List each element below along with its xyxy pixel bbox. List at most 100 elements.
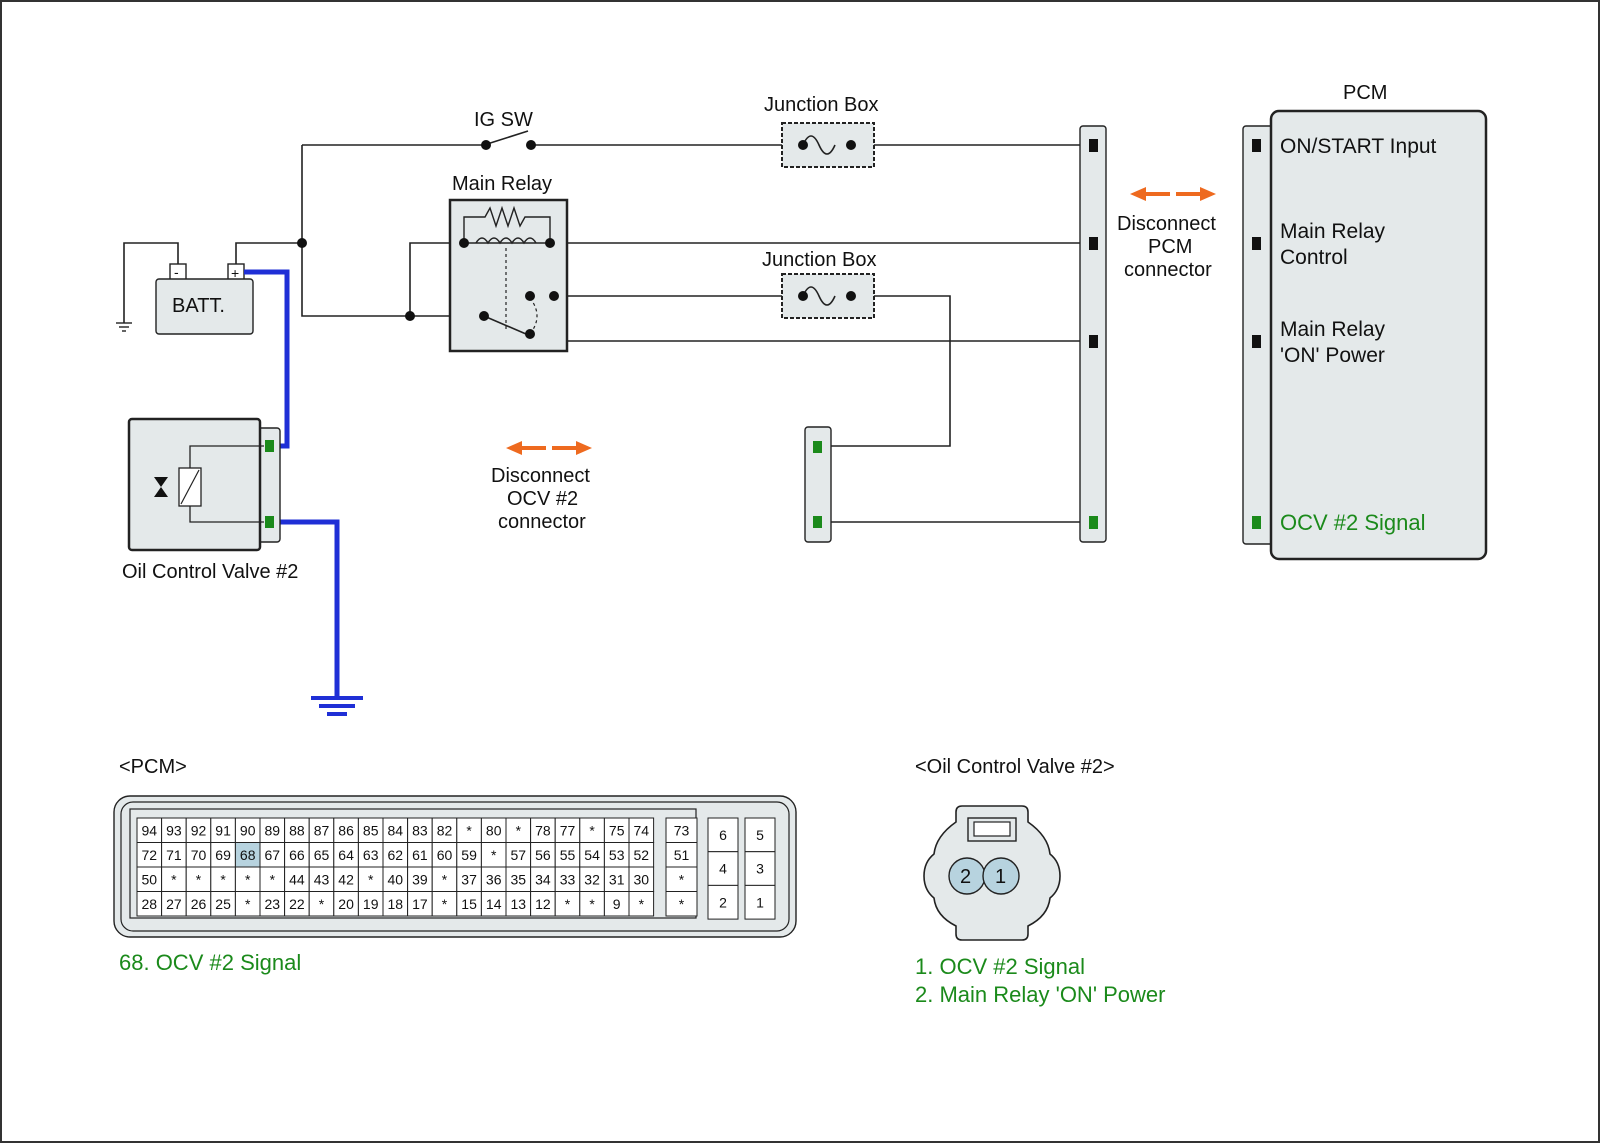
pcm-pin-cell: [382, 891, 409, 917]
pcm-pin: *: [245, 871, 251, 887]
pcm-pin: *: [319, 896, 325, 912]
pcm-pin-side-cell: [665, 891, 698, 917]
ocv-legend-line-1: 1. OCV #2 Signal: [915, 954, 1085, 979]
ocv-label: Oil Control Valve #2: [122, 561, 298, 583]
pcm-title: PCM: [1343, 82, 1387, 104]
pcm-pin: 27: [166, 896, 182, 912]
pcm-pin-cell: [431, 817, 458, 843]
pcm-pin-side: *: [679, 896, 685, 912]
pcm-pin: 91: [215, 822, 231, 838]
splice-dot: [405, 311, 415, 321]
pcm-pin: 94: [142, 822, 158, 838]
pcm-pin: 92: [191, 822, 207, 838]
pcm-pin-cell: [480, 891, 507, 917]
pcm-pin-cell: [308, 866, 335, 892]
pcm-pin: 30: [634, 871, 650, 887]
pcm-pin-cell: [579, 891, 605, 917]
pcm-pin: 52: [634, 847, 650, 863]
pcm-pin: 20: [338, 896, 354, 912]
pcm-pin: 72: [142, 847, 158, 863]
pcm-pin: *: [516, 822, 522, 838]
pcm-pin: 70: [191, 847, 207, 863]
pcm-pin: 75: [609, 822, 625, 838]
pcm-pin: 50: [142, 871, 158, 887]
pcm-pin: *: [368, 871, 374, 887]
pcm-pin: 89: [265, 822, 281, 838]
pcm-pin: 60: [437, 847, 453, 863]
pcm-pin: 37: [461, 871, 477, 887]
pcm-pin-cell: [210, 891, 236, 917]
pcm-pin: *: [196, 871, 202, 887]
pcm-pin-cell: [480, 842, 507, 868]
pcm-pin-side-cell: [665, 842, 698, 868]
ocv-pin-left-label: 2: [960, 866, 971, 888]
junction-box-1: [781, 122, 875, 168]
pcm-pin: 32: [584, 871, 600, 887]
pcm-pin: 43: [314, 871, 330, 887]
pcm-pin: *: [270, 871, 276, 887]
pcm-pin-main-relay-control-1: Main Relay: [1280, 220, 1386, 243]
pcm-pin-cell: [234, 891, 261, 917]
pcm-pin-cell: [407, 817, 433, 843]
pcm-pin: 84: [388, 822, 404, 838]
pcm-pin-cell: [480, 866, 507, 892]
pcm-pin-cell: [603, 891, 630, 917]
pcm-pin: 12: [535, 896, 551, 912]
pcm-pin-cell: [234, 842, 261, 868]
pcm-pin-cell: [185, 817, 212, 843]
disconnect-ocv-arrow-icon: [506, 441, 592, 455]
pcm-pin: 71: [166, 847, 182, 863]
pcm-pin: 44: [289, 871, 305, 887]
pcm-pin-side-cell: [665, 866, 698, 892]
pcm-pin: 33: [560, 871, 576, 887]
pcm-box: [1269, 109, 1488, 561]
pcm-pin-cell: [628, 866, 655, 892]
pcm-pin: *: [565, 896, 571, 912]
pcm-pin: 66: [289, 847, 305, 863]
pcm-pin: *: [639, 896, 645, 912]
pcm-pin: *: [245, 896, 251, 912]
pcm-pin: 23: [265, 896, 281, 912]
pcm-pin-cell: [579, 866, 605, 892]
pcm-pin: 54: [584, 847, 600, 863]
pcm-pin: 13: [511, 896, 527, 912]
pcm-block-pin-cell: [744, 851, 776, 886]
pcm-pin: *: [442, 871, 448, 887]
pcm-pin: *: [466, 822, 472, 838]
pcm-pin: 67: [265, 847, 281, 863]
pcm-pin: 59: [461, 847, 477, 863]
pcm-pin-side: 73: [674, 822, 690, 838]
pcm-pin-cell: [284, 866, 310, 892]
pcm-pin-cell: [554, 891, 581, 917]
battery-plus: +: [231, 265, 239, 281]
junction-box-2-label: Junction Box: [762, 249, 877, 271]
disconnect-pcm-text-1: Disconnect: [1117, 213, 1216, 235]
pcm-pin-cell: [530, 842, 556, 868]
pcm-pin-main-relay-control-2: Control: [1280, 246, 1348, 269]
pcm-pin-cell: [234, 817, 261, 843]
pcm-pin: 69: [215, 847, 231, 863]
pcm-block-pin: 4: [719, 861, 727, 877]
pcm-pin-cell: [308, 842, 335, 868]
pcm-pin-cell: [357, 817, 384, 843]
pcm-pin-cell: [456, 817, 482, 843]
pcm-pin-cell: [136, 891, 163, 917]
pcm-pin-cell: [530, 866, 556, 892]
pcm-pin-cell: [333, 891, 359, 917]
pcm-block-pin: 3: [756, 861, 764, 877]
pcm-pin: *: [491, 847, 497, 863]
pcm-pin-cell: [456, 866, 482, 892]
ocv-connector-title: <Oil Control Valve #2>: [915, 756, 1115, 778]
pcm-pin: 78: [535, 822, 551, 838]
pcm-pin-on-start: ON/START Input: [1280, 135, 1437, 158]
pcm-block-pin: 2: [719, 894, 727, 910]
pcm-pin: 18: [388, 896, 404, 912]
pcm-pin: 68: [240, 847, 256, 863]
pcm-pin: 25: [215, 896, 231, 912]
pcm-pin-cell: [284, 891, 310, 917]
pcm-pin-cell: [505, 891, 532, 917]
